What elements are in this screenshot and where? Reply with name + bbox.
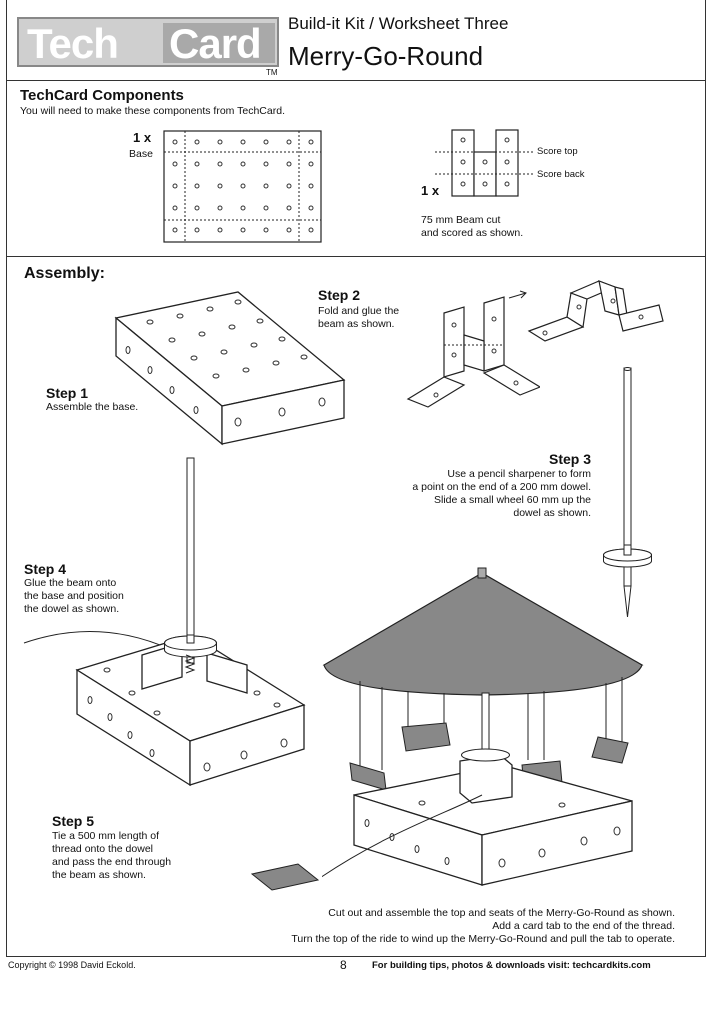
final-instruction-2: Add a card tab to the end of the thread.	[492, 920, 675, 932]
step5-text-3: and pass the end through	[52, 856, 172, 868]
step4-assembly-illustration	[23, 457, 306, 787]
website-link[interactable]: For building tips, photos & downloads vi…	[372, 960, 651, 971]
assembly-heading: Assembly:	[24, 265, 105, 282]
step5-text-1: Tie a 500 mm length of	[52, 830, 159, 842]
step4-text-3: the dowel as shown.	[24, 603, 120, 615]
beam-card-diagram	[435, 129, 535, 197]
step3-text-1: Use a pencil sharpener to form	[447, 468, 591, 480]
worksheet-title: Merry-Go-Round	[288, 41, 484, 71]
beam-quantity: 1 x	[421, 183, 440, 198]
page-number: 8	[340, 958, 347, 972]
logo-text-tech: Tech	[27, 20, 119, 67]
step2-beam-unfolded-illustration	[406, 296, 540, 408]
components-intro: You will need to make these components f…	[20, 105, 285, 117]
step2-beam-folded-illustration	[527, 280, 664, 342]
components-heading: TechCard Components	[20, 87, 184, 104]
worksheet-frame	[6, 0, 706, 957]
trademark: TM	[266, 68, 278, 77]
step3-text-3: Slide a small wheel 60 mm up the	[434, 494, 591, 506]
step1-title: Step 1	[46, 385, 89, 401]
arrow-icon	[508, 290, 527, 299]
copyright: Copyright © 1998 David Eckold.	[8, 960, 136, 970]
step1-base-illustration	[114, 291, 346, 446]
logo-text-card: Card	[169, 20, 262, 67]
base-quantity: 1 x	[133, 130, 152, 145]
techcard-logo: Tech Card	[17, 17, 279, 67]
step5-title: Step 5	[52, 813, 95, 829]
step3-text-2: a point on the end of a 200 mm dowel.	[412, 481, 591, 493]
step2-text-1: Fold and glue the	[318, 305, 400, 317]
step4-title: Step 4	[24, 561, 67, 577]
merry-go-round-illustration	[322, 567, 644, 886]
step3-dowel-illustration	[603, 367, 652, 618]
beam-description-2: and scored as shown.	[421, 227, 524, 239]
step5-text-2: thread onto the dowel	[52, 843, 153, 855]
step4-text-2: the base and position	[24, 590, 124, 602]
final-instruction-1: Cut out and assemble the top and seats o…	[328, 907, 675, 919]
divider-components	[7, 256, 705, 257]
base-card-diagram	[163, 130, 322, 243]
base-label: Base	[129, 148, 153, 160]
worksheet-subtitle: Build-it Kit / Worksheet Three	[288, 14, 509, 33]
step4-text-1: Glue the beam onto	[24, 577, 117, 589]
step2-text-2: beam as shown.	[318, 318, 395, 330]
card-tab-illustration	[250, 863, 320, 891]
divider-header	[7, 80, 705, 81]
step1-text: Assemble the base.	[46, 401, 139, 413]
step3-text-4: dowel as shown.	[513, 507, 591, 519]
step5-text-4: the beam as shown.	[52, 869, 146, 881]
step3-title: Step 3	[548, 451, 591, 467]
step2-title: Step 2	[318, 287, 361, 303]
score-back-label: Score back	[537, 169, 585, 180]
final-instruction-3: Turn the top of the ride to wind up the …	[291, 933, 675, 945]
score-top-label: Score top	[537, 146, 578, 157]
beam-description-1: 75 mm Beam cut	[421, 214, 501, 226]
